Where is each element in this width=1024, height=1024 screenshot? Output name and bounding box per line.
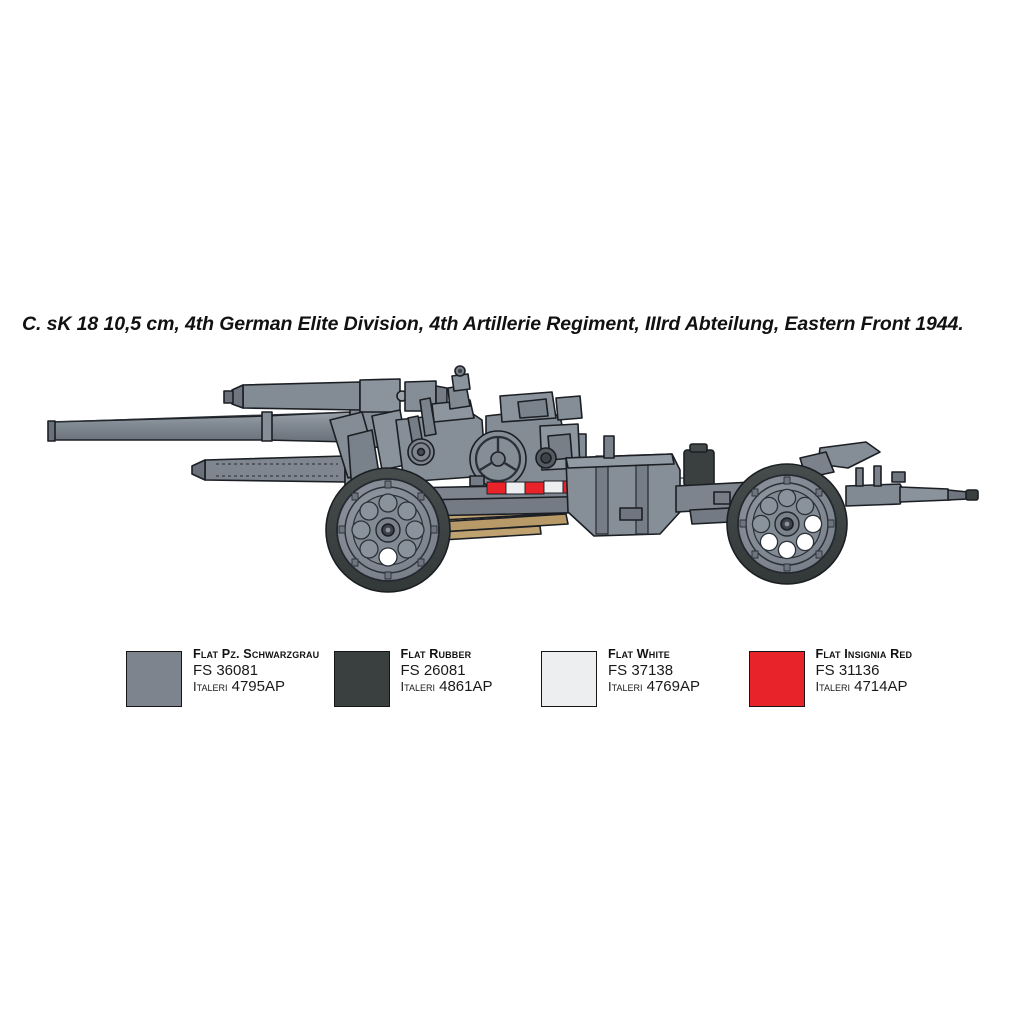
color-swatch <box>541 651 597 707</box>
paint-name: Flat Pz. Schwarzgrau <box>193 647 320 661</box>
legend-entry: Flat Rubber FS 26081 Italeri 4861AP <box>333 648 542 718</box>
color-swatch <box>333 651 390 707</box>
legend-text: Flat White FS 37138 Italeri 4769AP <box>608 648 700 694</box>
equipment-canister <box>683 443 715 487</box>
paint-legend: Flat Pz. Schwarzgrau FS 36081 Italeri 47… <box>126 648 956 718</box>
artillery-gun-svg <box>47 365 979 593</box>
paint-name: Flat White <box>608 647 670 661</box>
limber-body <box>565 435 681 537</box>
brand-name: Italeri <box>608 678 643 694</box>
traverse-handwheel <box>407 438 435 466</box>
fs-code: FS 37138 <box>608 661 674 679</box>
paint-name: Flat Insignia Red <box>815 647 913 661</box>
brand-code-line: Italeri 4769AP <box>608 679 700 694</box>
fs-code: FS 26081 <box>400 661 466 679</box>
scheme-caption: C. sK 18 10,5 cm, 4th German Elite Divis… <box>22 313 964 335</box>
legend-entry: Flat White FS 37138 Italeri 4769AP <box>541 648 749 718</box>
legend-entry: Flat Pz. Schwarzgrau FS 36081 Italeri 47… <box>126 648 334 718</box>
fs-code: FS 36081 <box>193 661 259 679</box>
brand-name: Italeri <box>815 678 850 694</box>
brand-name: Italeri <box>400 678 435 694</box>
rear-wheel <box>726 463 848 585</box>
brand-code-line: Italeri 4714AP <box>816 679 913 694</box>
brand-code-line: Italeri 4861AP <box>401 679 493 694</box>
front-wheel <box>325 467 451 593</box>
brand-code: 4714AP <box>854 677 908 695</box>
color-swatch <box>748 651 805 707</box>
brand-code-line: Italeri 4795AP <box>193 679 319 694</box>
fs-code: FS 31136 <box>815 661 880 679</box>
brand-code: 4769AP <box>646 677 701 695</box>
brand-code: 4795AP <box>231 677 286 695</box>
recoil-cylinder <box>223 378 448 413</box>
legend-entry: Flat Insignia Red FS 31136 Italeri 4714A… <box>748 648 957 718</box>
towing-bar <box>845 465 979 507</box>
artillery-gun-illustration <box>0 360 1024 610</box>
brand-name: Italeri <box>193 678 228 694</box>
legend-text: Flat Insignia Red FS 31136 Italeri 4714A… <box>816 648 913 694</box>
elevation-handwheel <box>469 430 527 488</box>
chassis-fittings <box>469 447 731 521</box>
legend-text: Flat Pz. Schwarzgrau FS 36081 Italeri 47… <box>193 648 319 694</box>
paint-name: Flat Rubber <box>400 647 472 661</box>
brand-code: 4861AP <box>439 677 493 695</box>
color-swatch <box>126 651 182 707</box>
legend-text: Flat Rubber FS 26081 Italeri 4861AP <box>401 648 493 694</box>
